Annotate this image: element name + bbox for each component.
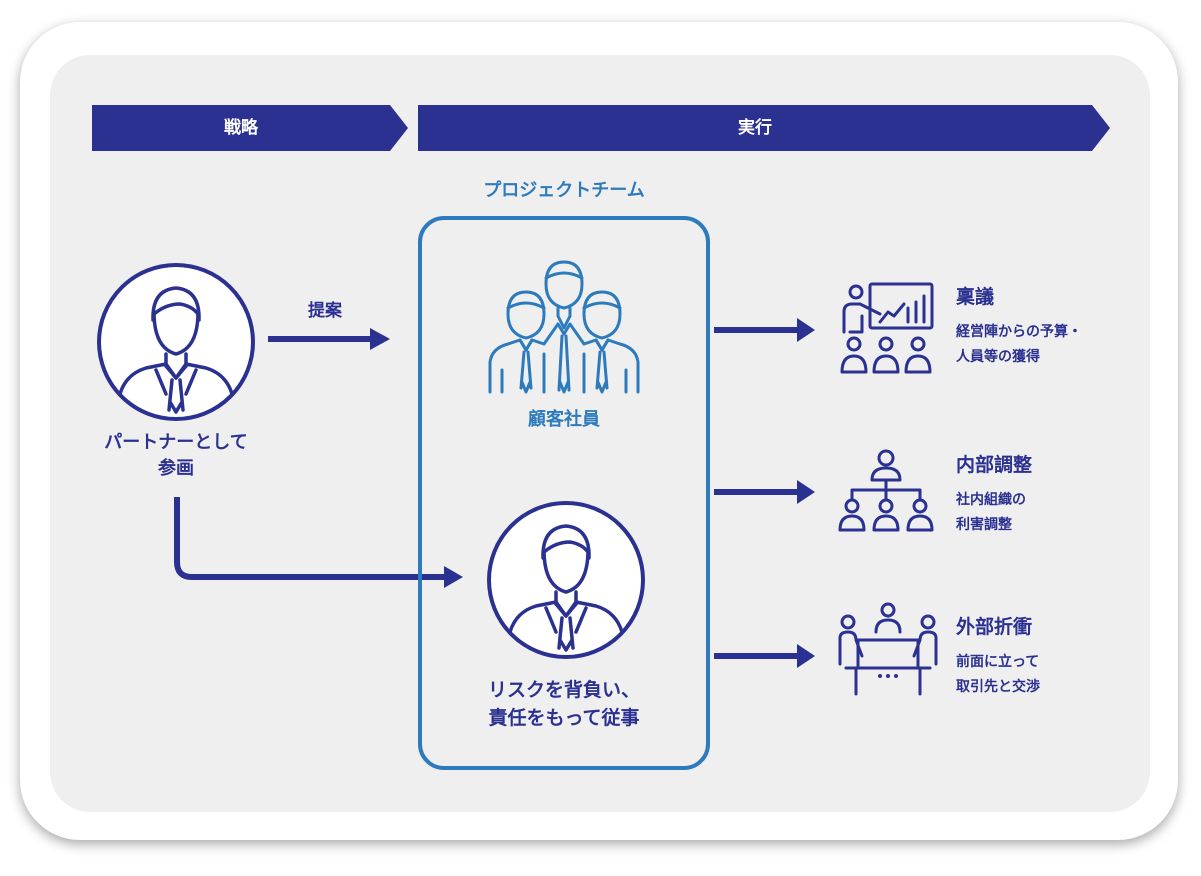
meeting-table-icon: [838, 602, 938, 696]
outcome-internal-desc2: 利害調整: [956, 517, 1012, 533]
ringi-arrowhead: [797, 318, 815, 342]
participation-arrow-line: [174, 497, 448, 580]
member-role-line1: リスクを背負い、: [487, 679, 640, 701]
outcome-ringi-desc1: 経営陣からの予算・: [956, 324, 1082, 340]
outcome-internal-desc: 社内組織の 利害調整: [956, 488, 1026, 538]
proposal-arrowhead: [370, 328, 390, 350]
client-staff-label: 顧客社員: [528, 409, 600, 430]
outcome-ringi-desc: 経営陣からの予算・ 人員等の獲得: [956, 320, 1082, 370]
partner-line2: 参画: [158, 458, 194, 479]
member-role-line2: 責任をもって従事: [488, 707, 640, 729]
partner-caption: パートナーとして 参画: [92, 430, 260, 482]
presentation-icon: [840, 282, 934, 374]
partner-line1: パートナーとして: [104, 432, 248, 453]
participation-arrowhead: [444, 566, 463, 588]
member-avatar-icon: [487, 501, 645, 659]
outcome-external-desc: 前面に立って 取引先と交渉: [956, 650, 1040, 700]
strategy-banner: 戦略: [92, 105, 408, 151]
execution-banner: 実行: [418, 105, 1110, 151]
partner-avatar-icon: [97, 263, 255, 421]
outcome-external-title: 外部折衝: [956, 616, 1033, 638]
execution-label: 実行: [738, 118, 772, 138]
diagram-panel: [50, 55, 1150, 812]
team-title: プロジェクトチーム: [483, 180, 645, 201]
member-role: リスクを背負い、 責任をもって従事: [418, 676, 710, 732]
external-arrowhead: [797, 644, 815, 668]
outcome-external-desc2: 取引先と交渉: [956, 679, 1040, 695]
proposal-label: 提案: [308, 301, 342, 321]
outcome-ringi-desc2: 人員等の獲得: [956, 349, 1040, 365]
project-team-box: [418, 216, 710, 770]
outcome-ringi-title: 稟議: [956, 286, 995, 308]
outcome-external-desc1: 前面に立って: [956, 654, 1040, 670]
outcome-internal-title: 内部調整: [956, 454, 1033, 476]
strategy-label: 戦略: [224, 118, 258, 138]
team-group-icon: [488, 260, 640, 394]
internal-arrowhead: [797, 480, 815, 504]
outcome-internal-desc1: 社内組織の: [956, 492, 1026, 508]
org-chart-icon: [838, 449, 934, 532]
